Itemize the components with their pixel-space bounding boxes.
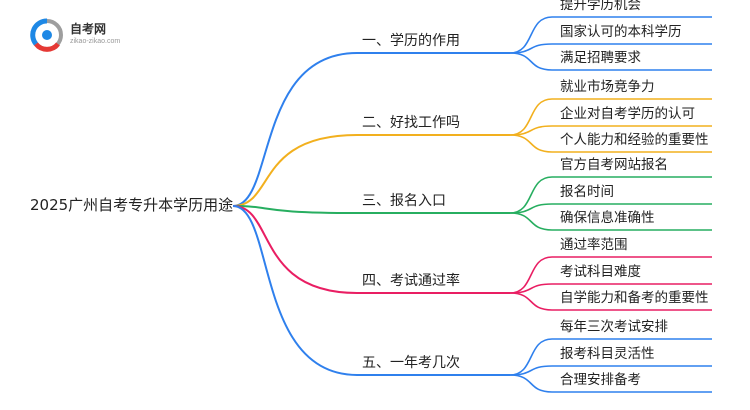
branch-connector-1 bbox=[232, 52, 358, 207]
branch-label-3: 三、报名入口 bbox=[362, 193, 446, 209]
leaf-label-2-1: 就业市场竞争力 bbox=[560, 79, 655, 95]
logo-brand-text: 自考网 bbox=[70, 22, 107, 36]
leaf-connector-3-3 bbox=[509, 212, 553, 231]
leaf-connector-5-3 bbox=[509, 374, 553, 393]
leaf-connector-1-3 bbox=[509, 52, 553, 71]
leaf-label-2-2: 企业对自考学历的认可 bbox=[560, 106, 695, 122]
site-logo: 自考网 zikao-zikao.com bbox=[30, 18, 150, 54]
branch-label-2: 二、好找工作吗 bbox=[362, 115, 460, 131]
logo-icon bbox=[30, 18, 63, 52]
branch-label-4: 四、考试通过率 bbox=[362, 273, 460, 289]
leaf-label-4-1: 通过率范围 bbox=[560, 237, 628, 253]
leaf-connector-4-3 bbox=[509, 292, 553, 311]
leaf-label-5-1: 每年三次考试安排 bbox=[560, 319, 668, 335]
leaf-label-3-3: 确保信息准确性 bbox=[560, 210, 655, 226]
branch-connector-3 bbox=[232, 205, 358, 214]
leaf-connector-2-3 bbox=[509, 134, 553, 153]
leaf-label-4-3: 自学能力和备考的重要性 bbox=[560, 290, 709, 306]
leaf-label-3-2: 报名时间 bbox=[560, 184, 614, 200]
branch-connector-2 bbox=[232, 134, 358, 207]
logo-domain-text: zikao-zikao.com bbox=[70, 38, 121, 45]
leaf-label-1-3: 满足招聘要求 bbox=[560, 50, 641, 66]
branch-label-1: 一、学历的作用 bbox=[362, 33, 460, 49]
root-node-label: 2025广州自考专升本学历用途 bbox=[30, 196, 234, 214]
leaf-label-4-2: 考试科目难度 bbox=[560, 264, 641, 280]
leaf-label-5-3: 合理安排备考 bbox=[560, 372, 641, 388]
leaf-label-5-2: 报考科目灵活性 bbox=[560, 346, 655, 362]
leaf-label-1-2: 国家认可的本科学历 bbox=[560, 24, 682, 40]
leaf-label-1-1: 提升学历机会 bbox=[560, 0, 641, 13]
leaf-label-2-3: 个人能力和经验的重要性 bbox=[560, 132, 709, 148]
branch-label-5: 五、一年考几次 bbox=[362, 355, 460, 371]
branch-connector-4 bbox=[232, 205, 358, 294]
leaf-label-3-1: 官方自考网站报名 bbox=[560, 157, 668, 173]
branch-connector-5 bbox=[232, 205, 358, 376]
